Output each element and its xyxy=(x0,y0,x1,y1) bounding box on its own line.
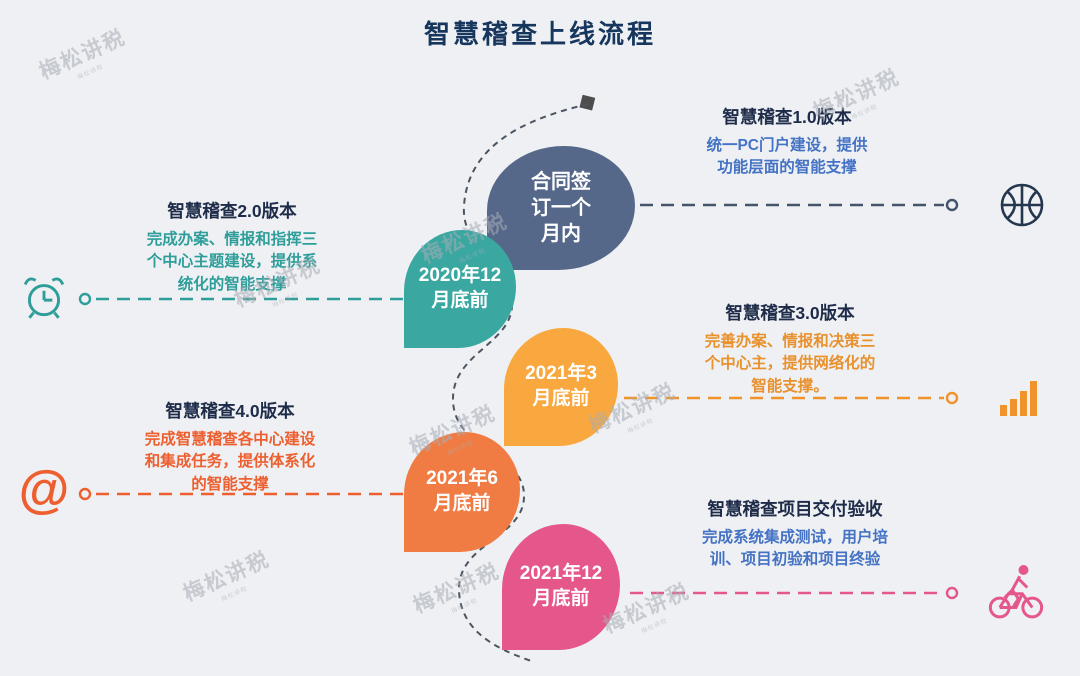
milestone-3: 智慧稽查3.0版本 完善办案、情报和决策三个中心主，提供网络化的智能支撑。 xyxy=(650,300,930,398)
connector-end-ring-3 xyxy=(945,391,959,405)
connector-end-ring-1 xyxy=(945,198,959,212)
connector-end-ring-5 xyxy=(945,586,959,600)
milestone-4: 智慧稽查4.0版本 完成智慧稽查各中心建设和集成任务，提供体系化的智能支撑 xyxy=(90,398,370,496)
milestone-body: 完成智慧稽查各中心建设和集成任务，提供体系化的智能支撑 xyxy=(144,431,316,493)
milestone-body: 统一PC门户建设，提供功能层面的智能支撑 xyxy=(706,137,868,177)
start-marker-square xyxy=(579,94,596,111)
at-sign-icon: @ xyxy=(18,461,70,519)
milestone-body: 完成系统集成测试，用户培训、项目初验和项目终验 xyxy=(701,529,888,569)
page-title: 智慧稽查上线流程 xyxy=(423,19,656,49)
milestone-1: 智慧稽查1.0版本 统一PC门户建设，提供功能层面的智能支撑 xyxy=(647,104,927,180)
connector-end-ring-4 xyxy=(78,487,92,501)
milestone-body: 完善办案、情报和决策三个中心主，提供网络化的智能支撑。 xyxy=(704,333,876,395)
milestone-5: 智慧稽查项目交付验收 完成系统集成测试，用户培训、项目初验和项目终验 xyxy=(655,496,935,572)
timeline-node-label: 合同签订一个月内 xyxy=(531,171,591,245)
milestone-title: 智慧稽查3.0版本 xyxy=(725,303,855,323)
milestone-body: 完成办案、情报和指挥三个中心主题建设，提供系统化的智能支撑 xyxy=(146,231,318,293)
bar-chart-icon xyxy=(996,374,1044,422)
timeline-node-contract: 合同签订一个月内 xyxy=(487,146,635,270)
timeline-node-2021-06: 2021年6月底前 xyxy=(404,432,520,552)
serpentine-path xyxy=(451,103,589,663)
timeline-node-label: 2021年12月底前 xyxy=(519,563,603,609)
milestone-title: 智慧稽查2.0版本 xyxy=(167,201,297,221)
timeline-node-2021-03: 2021年3月底前 xyxy=(504,328,618,446)
timeline-node-2021-12: 2021年12月底前 xyxy=(502,524,620,650)
timeline-node-label: 2021年3月底前 xyxy=(525,363,597,409)
connector-end-ring-2 xyxy=(78,292,92,306)
timeline-node-label: 2020年12月底前 xyxy=(418,265,502,311)
timeline-node-2020-12: 2020年12月底前 xyxy=(404,230,516,348)
milestone-title: 智慧稽查4.0版本 xyxy=(165,401,295,421)
basketball-icon xyxy=(998,181,1046,229)
alarm-clock-icon xyxy=(19,272,69,322)
milestone-2: 智慧稽查2.0版本 完成办案、情报和指挥三个中心主题建设，提供系统化的智能支撑 xyxy=(92,198,372,296)
cyclist-icon xyxy=(986,560,1046,620)
milestone-title: 智慧稽查1.0版本 xyxy=(722,107,852,127)
milestone-title: 智慧稽查项目交付验收 xyxy=(707,499,883,519)
timeline-node-label: 2021年6月底前 xyxy=(426,468,498,514)
